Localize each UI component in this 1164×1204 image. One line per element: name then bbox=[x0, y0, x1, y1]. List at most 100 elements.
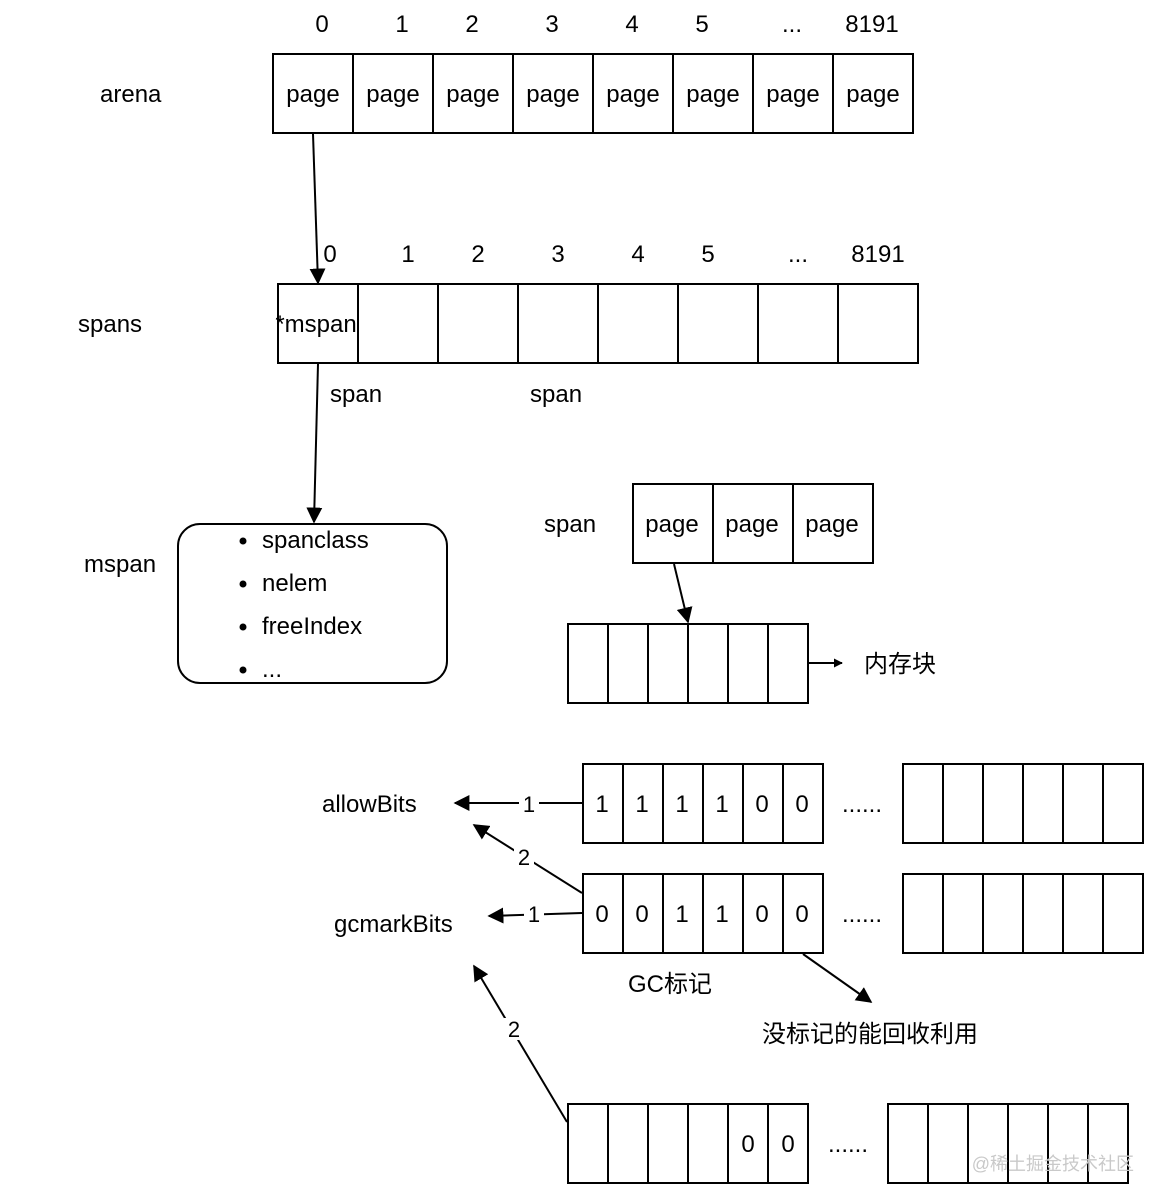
bit-cell bbox=[1062, 873, 1104, 954]
spans-mspan-pointer-text: *mspan bbox=[275, 311, 356, 338]
bit-cell bbox=[662, 763, 704, 844]
bit-cell bbox=[742, 873, 784, 954]
next-bit-value: 0 bbox=[781, 1131, 794, 1158]
allow-bits-ellipsis: ...... bbox=[842, 791, 882, 818]
arena-index: 4 bbox=[625, 11, 638, 38]
bit-cell bbox=[902, 873, 944, 954]
gcmark-bits-label: gcmarkBits bbox=[334, 911, 453, 938]
arena-cell bbox=[752, 53, 834, 134]
step-label-bg bbox=[524, 904, 544, 926]
spans-cell bbox=[357, 283, 439, 364]
spans-index: ... bbox=[788, 241, 808, 268]
bit-cell bbox=[647, 1103, 689, 1184]
step-1-label: 1 bbox=[523, 792, 535, 817]
memory-block bbox=[767, 623, 809, 704]
mspan-field: nelem bbox=[262, 570, 327, 597]
arena-index: 5 bbox=[695, 11, 708, 38]
spans-cell bbox=[757, 283, 839, 364]
allow-bit-value: 0 bbox=[795, 791, 808, 818]
bullet-icon bbox=[239, 623, 247, 631]
reclaim-arrow bbox=[802, 953, 873, 1003]
bit-cell bbox=[662, 873, 704, 954]
bit-cell bbox=[607, 1103, 649, 1184]
next-to-gcmark-arrow bbox=[473, 964, 568, 1123]
spans-index: 0 bbox=[323, 241, 336, 268]
bit-cell bbox=[982, 873, 1024, 954]
bit-cell bbox=[1022, 763, 1064, 844]
bit-cell bbox=[1102, 763, 1144, 844]
arena-cell bbox=[272, 53, 354, 134]
arena-cell bbox=[352, 53, 434, 134]
arena-cell bbox=[672, 53, 754, 134]
spans-cell bbox=[277, 283, 359, 364]
allow-bit-value: 1 bbox=[595, 791, 608, 818]
spans-cell bbox=[517, 283, 599, 364]
allow-bit-value: 1 bbox=[635, 791, 648, 818]
arena-page-text: page bbox=[446, 81, 499, 108]
span-pages: page page page bbox=[632, 483, 874, 564]
spans-cell bbox=[837, 283, 919, 364]
arena-index: 3 bbox=[545, 11, 558, 38]
bit-cell bbox=[782, 873, 824, 954]
arena-cell bbox=[592, 53, 674, 134]
allow-bit-value: 0 bbox=[755, 791, 768, 818]
bit-cell bbox=[767, 1103, 809, 1184]
memory-block bbox=[567, 623, 609, 704]
arena-index: 8191 bbox=[845, 11, 898, 38]
spans-index: 2 bbox=[471, 241, 484, 268]
allow-bit-value: 1 bbox=[675, 791, 688, 818]
gcmark-bit-value: 0 bbox=[595, 901, 608, 928]
arena-page-text: page bbox=[686, 81, 739, 108]
mspan-field: ... bbox=[262, 656, 282, 683]
span-page-text: page bbox=[645, 511, 698, 538]
arena-index: 1 bbox=[395, 11, 408, 38]
bit-cell bbox=[1087, 1103, 1129, 1184]
bit-cell bbox=[1047, 1103, 1089, 1184]
span-label: span bbox=[330, 381, 382, 408]
bit-cell bbox=[942, 763, 984, 844]
bit-cell bbox=[887, 1103, 929, 1184]
spans-cell bbox=[437, 283, 519, 364]
arena-index: 0 bbox=[315, 11, 328, 38]
memory-block bbox=[607, 623, 649, 704]
gcmark-bit-value: 0 bbox=[795, 901, 808, 928]
gcmark-bits-ellipsis: ...... bbox=[842, 901, 882, 928]
step-1-label: 1 bbox=[528, 902, 540, 927]
span-page-cell bbox=[712, 483, 794, 564]
spans-index: 3 bbox=[551, 241, 564, 268]
arena-to-spans-arrow bbox=[309, 133, 326, 285]
mspan-struct-box bbox=[177, 523, 448, 684]
bit-cell bbox=[1102, 873, 1144, 954]
page-to-blocks-arrow bbox=[673, 563, 693, 624]
bit-cell bbox=[582, 873, 624, 954]
gc-mark-label: GC标记 bbox=[628, 971, 712, 998]
bit-cell bbox=[1062, 763, 1104, 844]
arena-cell bbox=[432, 53, 514, 134]
bit-cell bbox=[942, 873, 984, 954]
gcmark-bit-value: 1 bbox=[675, 901, 688, 928]
next-bits-tail-array bbox=[887, 1103, 1129, 1184]
step-label-bg bbox=[519, 793, 539, 815]
memory-block bbox=[727, 623, 769, 704]
arena-index-row: 0 1 2 3 4 5 ... 8191 bbox=[315, 11, 898, 38]
arena-array: page page page page page page page page bbox=[272, 53, 914, 134]
arena-index: ... bbox=[782, 11, 802, 38]
bit-cell bbox=[927, 1103, 969, 1184]
bit-cell bbox=[727, 1103, 769, 1184]
allow-bits-array: 1 1 1 1 0 0 bbox=[582, 763, 824, 844]
next-bits-ellipsis: ...... bbox=[828, 1131, 868, 1158]
arena-page-text: page bbox=[526, 81, 579, 108]
spans-index: 8191 bbox=[851, 241, 904, 268]
arena-page-text: page bbox=[366, 81, 419, 108]
bit-cell bbox=[742, 763, 784, 844]
bit-cell bbox=[567, 1103, 609, 1184]
step-2-label: 2 bbox=[508, 1017, 520, 1042]
gcmark-bits-tail-array bbox=[902, 873, 1144, 954]
mspan-field: spanclass bbox=[262, 527, 369, 554]
memory-block-array bbox=[567, 623, 809, 704]
bit-cell bbox=[687, 1103, 729, 1184]
spans-index-row: 0 1 2 3 4 5 ... 8191 bbox=[323, 241, 904, 268]
arena-cell bbox=[832, 53, 914, 134]
span-label: span bbox=[530, 381, 582, 408]
